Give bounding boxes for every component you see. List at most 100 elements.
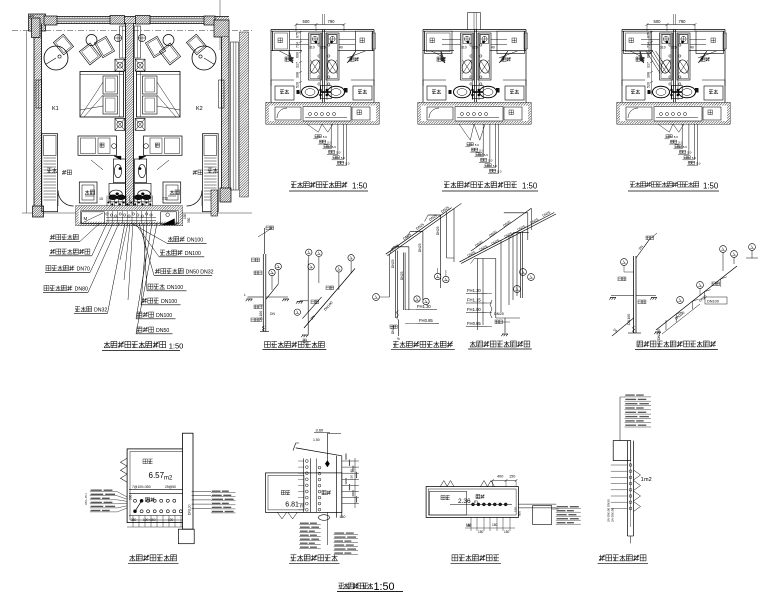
svg-text:520: 520 [647, 82, 651, 88]
svg-text:5.0: 5.0 [674, 135, 679, 139]
svg-text:150: 150 [466, 523, 472, 527]
svg-text:DN25: DN25 [390, 243, 400, 251]
svg-text:DN100: DN100 [187, 238, 203, 244]
svg-text:150: 150 [509, 475, 515, 479]
svg-text:DN100: DN100 [707, 300, 719, 304]
svg-text:DN100: DN100 [674, 311, 685, 321]
svg-text:225: 225 [671, 46, 677, 50]
svg-text:5.0: 5.0 [696, 161, 701, 165]
svg-text:K2: K2 [196, 106, 203, 112]
svg-text:5.0: 5.0 [323, 135, 328, 139]
svg-text:DN50: DN50 [698, 294, 707, 303]
svg-text:2N-DN100 DN50: 2N-DN100 DN50 [607, 499, 611, 522]
svg-text:DN70: DN70 [77, 267, 90, 273]
svg-text:40: 40 [339, 46, 343, 50]
svg-text:150: 150 [478, 530, 484, 534]
svg-text:5.0: 5.0 [327, 140, 332, 144]
svg-text:DN25: DN25 [391, 325, 395, 334]
svg-text:5.0: 5.0 [692, 156, 697, 160]
svg-text:317: 317 [296, 62, 300, 68]
svg-text:600: 600 [296, 52, 300, 58]
svg-text:5.0: 5.0 [678, 140, 683, 144]
svg-text:714: 714 [647, 42, 651, 48]
svg-text:5.0: 5.0 [484, 153, 489, 157]
svg-text:DN100: DN100 [323, 301, 333, 312]
svg-text:L: L [244, 293, 246, 297]
svg-text:150: 150 [504, 530, 510, 534]
svg-text:5.0: 5.0 [345, 161, 350, 165]
svg-text:A5.L.P.U: A5.L.P.U [84, 493, 88, 505]
svg-text:DN: DN [270, 312, 275, 316]
svg-text:675: 675 [296, 32, 300, 38]
svg-text:5.0: 5.0 [497, 169, 502, 173]
svg-text:DN25: DN25 [467, 250, 477, 258]
svg-text:5.0: 5.0 [341, 156, 346, 160]
svg-text:DN25: DN25 [504, 231, 514, 239]
svg-text:6.81: 6.81 [285, 502, 299, 509]
svg-text:M: M [84, 216, 88, 221]
svg-text:1:50: 1:50 [522, 182, 538, 191]
svg-text:DN20: DN20 [474, 240, 483, 248]
svg-text:DN25: DN25 [391, 259, 395, 268]
svg-text:150: 150 [492, 523, 498, 527]
svg-text:5.0: 5.0 [475, 143, 480, 147]
svg-text:310: 310 [660, 46, 666, 50]
svg-text:DN25: DN25 [494, 312, 504, 316]
svg-text:m2: m2 [164, 476, 173, 482]
svg-text:310: 310 [461, 46, 467, 50]
svg-text:DN25: DN25 [436, 226, 440, 235]
svg-text:%: % [397, 337, 400, 341]
svg-text:K1: K1 [52, 106, 59, 112]
svg-text:5.0: 5.0 [332, 145, 337, 149]
svg-text:500: 500 [518, 511, 522, 516]
svg-text:500: 500 [129, 494, 133, 500]
svg-text:m: m [474, 499, 478, 504]
svg-text:DN20: DN20 [488, 230, 497, 238]
svg-text:15: 15 [99, 197, 103, 201]
svg-text:5.0: 5.0 [493, 164, 498, 168]
svg-text:100: 100 [168, 518, 174, 522]
svg-text:350: 350 [466, 524, 472, 528]
svg-text:308: 308 [647, 72, 651, 78]
svg-text:225: 225 [472, 46, 478, 50]
svg-text:40: 40 [690, 46, 694, 50]
svg-text:1:50: 1:50 [352, 182, 368, 191]
svg-text:m2: m2 [644, 477, 652, 483]
svg-text:5.0: 5.0 [479, 148, 484, 152]
svg-text:DN100: DN100 [259, 311, 263, 322]
svg-text:790: 790 [679, 19, 687, 24]
svg-text:150: 150 [339, 515, 345, 519]
svg-text:675: 675 [647, 32, 651, 38]
svg-text:790: 790 [328, 19, 336, 24]
svg-text:714: 714 [296, 42, 300, 48]
svg-text:500: 500 [654, 19, 662, 24]
svg-text:150 140: 150 140 [350, 469, 354, 480]
svg-text:DN25: DN25 [517, 224, 527, 232]
svg-text:317: 317 [647, 62, 651, 68]
svg-text:210: 210 [162, 197, 168, 201]
svg-text:FH0.85: FH0.85 [419, 318, 433, 323]
svg-text:DN100: DN100 [167, 285, 183, 291]
svg-text:2.36: 2.36 [458, 498, 471, 505]
svg-text:DN32: DN32 [94, 308, 107, 314]
svg-text:DN25: DN25 [491, 238, 501, 246]
svg-text:DN25: DN25 [542, 210, 552, 218]
svg-text:DN100: DN100 [161, 299, 177, 305]
svg-text:100=350: 100=350 [143, 518, 156, 522]
svg-text:1: 1 [641, 477, 644, 483]
svg-text:520: 520 [296, 82, 300, 88]
svg-text:DN80: DN80 [75, 287, 88, 293]
svg-text:5.0: 5.0 [687, 151, 692, 155]
svg-text:FH1.00: FH1.00 [467, 307, 481, 312]
svg-text:DN25: DN25 [428, 213, 438, 221]
svg-text:DN100: DN100 [156, 313, 172, 319]
svg-text:5.0: 5.0 [336, 151, 341, 155]
svg-text:310: 310 [309, 46, 315, 50]
svg-text:DN25: DN25 [418, 243, 422, 252]
svg-text:FH1.30: FH1.30 [417, 304, 431, 309]
svg-text:6.57: 6.57 [149, 471, 165, 480]
svg-text:FH0.85: FH0.85 [467, 321, 481, 326]
svg-text:1:50: 1:50 [703, 182, 719, 191]
svg-text:DN50: DN50 [156, 328, 169, 334]
svg-text:DN25: DN25 [402, 232, 412, 240]
